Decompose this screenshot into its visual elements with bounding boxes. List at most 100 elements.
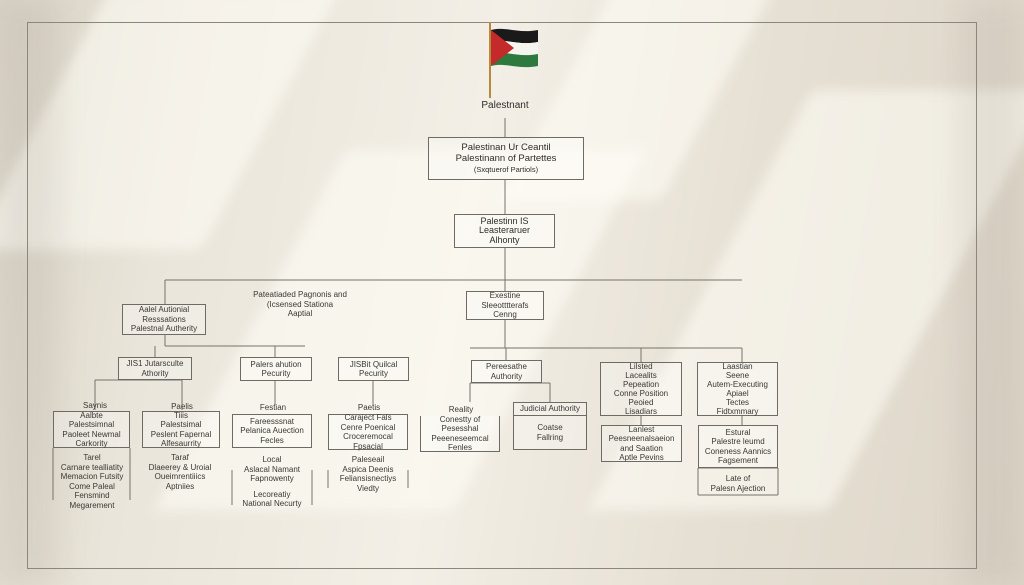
judicial-authority-box: Judicial Authority [513,402,587,416]
sub-box-5-line-6: Lisadiars [624,407,657,416]
leaf-label-festian: Festian [259,403,287,412]
authority-line-1: Palestinn IS [480,215,529,226]
sub-box-3-line-2: Pecurity [359,369,388,378]
sub-box-3-line-1: JISBit Quilcal [349,359,398,369]
center-branch-line-2: Sleeotttterafs [481,300,529,310]
leaf-note-1-line-6: Megarement [69,500,115,510]
leaf-box-5-line-2: Pesesshal [441,424,479,433]
center-branch-line-3: Cenng [493,310,517,320]
leaf-note-1-line-2: Carnare tealliatity [60,462,124,472]
sub-box-5-line-1: Lilsted [629,362,653,371]
center-branch-line-1: Exestine [489,291,521,301]
leaf-box-7-line-4: Aptle Pevins [619,453,664,462]
leaf-box-3-line-1: Fareesssnat [249,416,295,426]
sub-box-5-line-2: Lacealits [625,371,657,380]
leaf-box-3-line-2: Pelanica Auection [240,426,304,436]
leaf-box-6-line-2: Fallring [536,432,564,442]
leaf-note-2-line-3: Oueimrentiiics [154,472,206,481]
sub-box-6-line-2: Seene [725,371,750,380]
left-branch-line-1: Aalel Autionial [138,305,190,315]
leaf-note-2: Taraf Dlaeerey & Uroial Oueimrentiiics A… [138,453,222,491]
leaf-note-4-line-2: Aspica Deenis [342,464,394,474]
leaf-note-4-line-3: Feliansisnectiys [339,474,397,483]
leaf-note-5-line-1: Late of [725,474,751,483]
leaf-box-4-line-4: Fpsacial [353,441,383,451]
leaf-box-8: Estural Palestre leumd Coneness Aannics … [698,425,778,468]
sub-box-1-line-2: Athority [141,368,169,378]
leaf-box-7: Lanlest Peesneenalsaeion and Saation Apt… [601,425,682,462]
leaf-note-1-line-1: Tarel [83,453,101,462]
leaf-box-1: Aalbte Palestsimnal Paoleet Newmal Carko… [53,411,130,448]
sub-box-4-line-1: Pereesathe [486,362,527,371]
leaf-box-5-line-1: Conestty of [439,414,481,424]
left-branch-box: Aalel Autionial Resssations Palestnal Au… [122,304,206,335]
leaf-box-2-line-3: Peslent Fapernal [150,429,212,439]
floating-label-line-2: (Icsensed Stationa [266,299,334,309]
sub-box-6-line-6: Fidtxmmary [716,407,759,416]
leaf-label-paelis: Paelis [171,402,193,411]
leaf-note-5: Late of Palesn Ajection [698,474,778,493]
leaf-box-2-line-2: Palestsimal [160,420,202,429]
sub-box-4: Pereesathe Authority [471,360,542,383]
authority-box: Palestinn IS Leasteraruer Alhonty [454,214,555,248]
leaf-note-3-line-2: Aslacal Namant [243,464,301,474]
central-council-line-1: Palestinan Ur Ceantil [461,142,551,153]
sub-box-5: Lilsted Lacealits Pepeation Conne Positi… [600,362,682,416]
sub-box-2-line-1: Palers ahution [250,359,302,369]
central-council-box: Palestinan Ur Ceantil Palestinann of Par… [428,137,584,180]
palestine-flag-icon [489,22,538,98]
leaf-note-3-line-5: Lecoreatiy [253,489,291,499]
leaf-box-4-line-3: Croceremocal [343,432,393,441]
leaf-box-1-line-1: Aalbte [80,410,103,420]
leaf-box-7-line-1: Lanlest [628,424,655,434]
left-branch-line-3: Palestnal Autherity [130,324,198,334]
sub-box-5-line-3: Pepeation [622,380,660,389]
leaf-note-5-line-2: Palesn Ajection [710,483,766,493]
leaf-label-sayns: Saynis [82,401,107,410]
leaf-note-1: Tarel Carnare tealliatity Memacion Futsi… [52,453,132,510]
central-council-line-2: Palestinann of Partettes [455,153,557,164]
sub-box-6-line-4: Apiael [726,389,749,398]
sub-box-6: Laastian Seene Autem-Executing Apiael Te… [697,362,778,416]
leaf-box-3-line-3: Fecles [260,435,284,445]
central-council-line-3: (Sxqtuerof Partiols) [473,165,539,174]
leaf-box-7-line-2: Peesneenalsaeion [608,434,675,443]
authority-line-3: Alhonty [489,234,520,245]
leaf-box-8-line-4: Fagsement [717,456,759,465]
leaf-note-3-line-6: National Necurty [242,499,302,508]
leaf-box-8-line-2: Palestre leumd [711,437,765,446]
left-branch-line-2: Resssations [142,314,186,324]
leaf-label-paetis: Paetis [357,403,381,412]
leaf-box-2-line-4: Alfesaurrity [160,439,201,448]
leaf-note-2-line-2: Dlaeerey & Uroial [148,462,212,472]
sub-box-2: Palers ahution Pecurity [240,357,312,381]
authority-line-2: Leasteraruer [478,225,531,236]
sub-box-6-line-1: Laastian [722,362,753,371]
sub-box-6-line-3: Autem-Executing [707,380,768,389]
center-branch-box: Exestine Sleeotttterafs Cenng [466,291,544,320]
floating-label-line-3: Aaptial [287,309,313,318]
sub-box-6-line-5: Tectes [725,398,750,407]
leaf-note-4-line-1: Paleseail [351,455,385,464]
sub-box-4-line-2: Authority [490,371,523,381]
leaf-note-3-line-1: Local [262,455,282,464]
sub-box-5-line-5: Peoied [628,398,654,407]
leaf-box-3: Fareesssnat Pelanica Auection Fecles [232,414,312,448]
leaf-note-2-line-4: Aptniies [165,481,195,491]
sub-box-2-line-2: Pecurity [261,369,291,378]
sub-box-1-line-1: JIS1 Jutarsculte [126,359,184,368]
leaf-label-reality: Reality [448,405,474,414]
leaf-box-5-line-4: Fenles [447,443,472,452]
leaf-box-2-line-1: Tiiis [174,410,188,420]
leaf-note-4: Paleseail Aspica Deenis Feliansisnectiys… [328,455,408,493]
leaf-box-1-line-3: Paoleet Newmal [62,429,121,439]
leaf-box-5-line-3: Peeeneseemcal [431,433,489,443]
chart-frame [27,22,977,569]
leaf-box-4-line-2: Cenre Poenical [340,422,396,432]
leaf-note-1-line-4: Come Paleal [69,481,115,491]
leaf-box-5: Conestty of Pesesshal Peeeneseemcal Fenl… [420,414,500,452]
leaf-box-1-line-4: Carkority [75,439,108,448]
leaf-note-3: Local Aslacal Namant Fapnowenty Lecoreat… [232,455,312,509]
leaf-box-6-line-1: Coatse [537,423,563,432]
